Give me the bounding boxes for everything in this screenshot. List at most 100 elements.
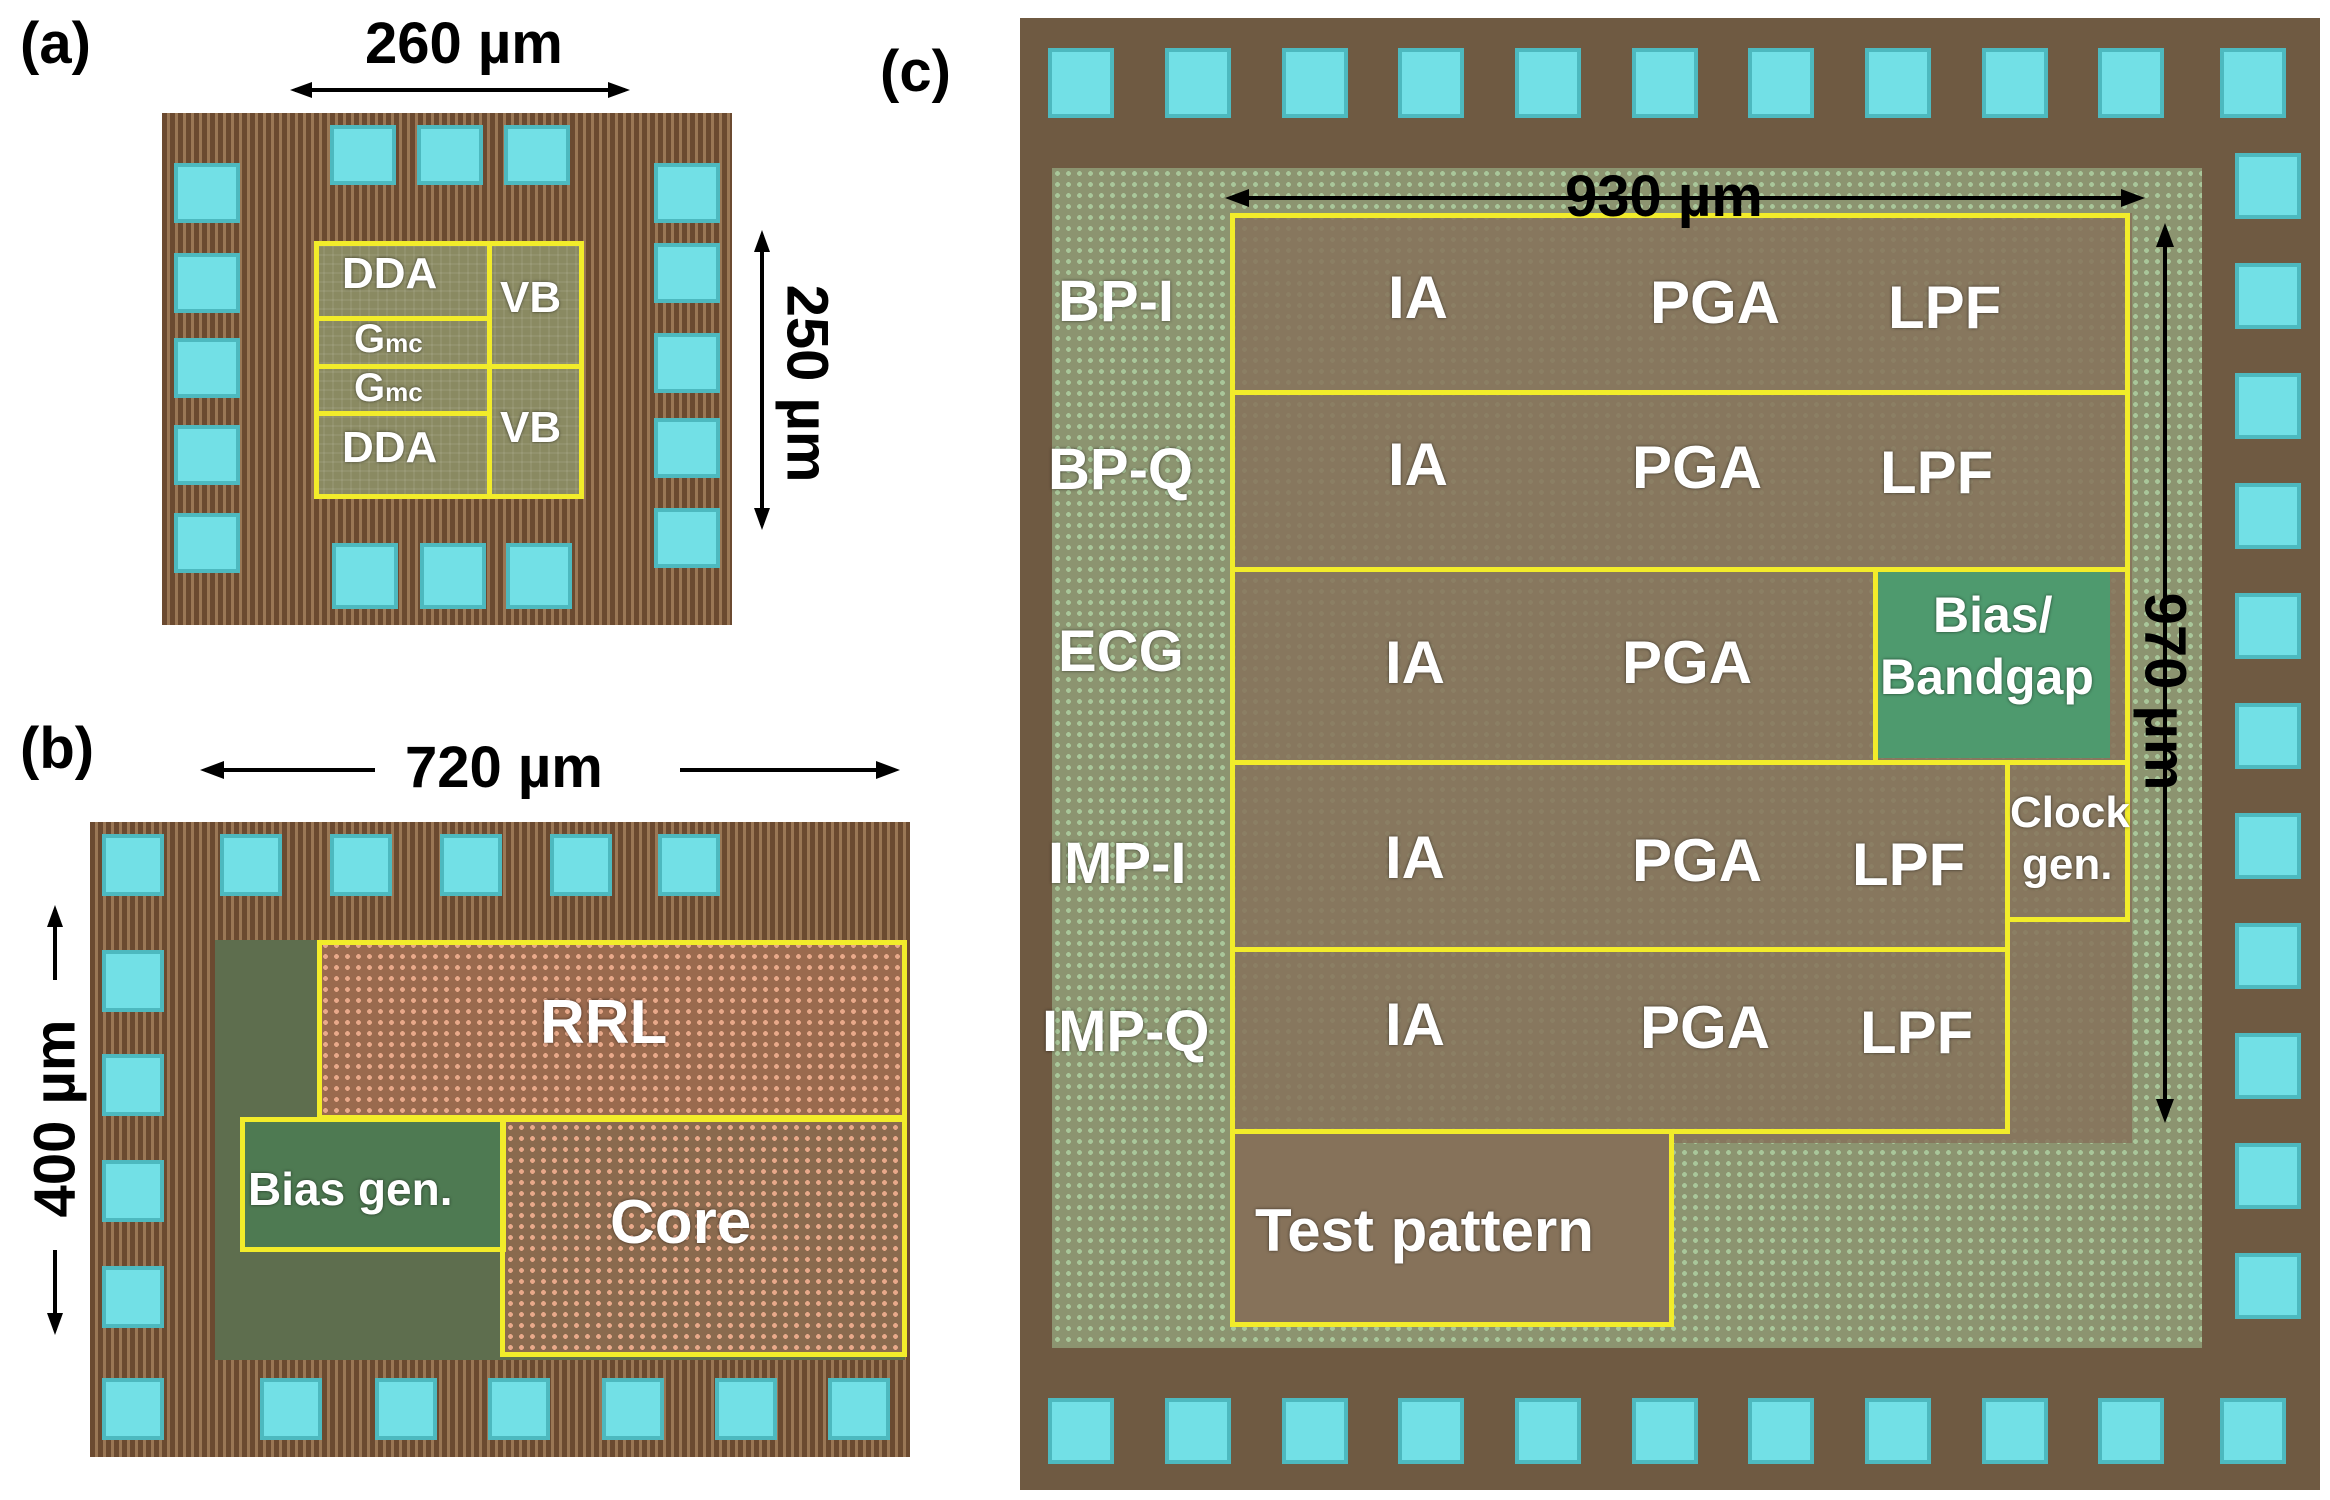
bond-pad xyxy=(102,1266,164,1328)
gmc-bottom-g: G xyxy=(354,366,386,410)
gmc-bottom-label: Gmc xyxy=(354,366,423,411)
bond-pad xyxy=(1282,1398,1348,1464)
clock-gen-block xyxy=(2005,760,2130,922)
gmc-bottom-subscript: mc xyxy=(385,377,423,407)
bond-pad xyxy=(550,834,612,896)
lpf-label: LPF xyxy=(1860,999,1974,1066)
bond-pad xyxy=(417,125,483,185)
bond-pad xyxy=(2235,483,2301,549)
ia-label: IA xyxy=(1388,264,1448,331)
imp-i-label: IMP-I xyxy=(1048,831,1187,896)
panel-c-height-label: 970 µm xyxy=(2132,592,2198,791)
bias-gen-label: Bias gen. xyxy=(248,1163,453,1215)
bond-pad xyxy=(102,1054,164,1116)
bond-pad xyxy=(420,543,486,609)
bond-pad xyxy=(220,834,282,896)
dda-bottom-block xyxy=(314,411,492,499)
bond-pad xyxy=(2235,263,2301,329)
panel-a-width-label: 260 µm xyxy=(365,11,563,76)
bond-pad xyxy=(2098,48,2164,118)
bond-pad xyxy=(2235,813,2301,879)
clock-gen-label-line2: gen. xyxy=(2022,840,2113,889)
ecg-chain-block xyxy=(1230,567,1878,765)
bond-pad xyxy=(1515,1398,1581,1464)
bond-pad xyxy=(260,1378,322,1440)
bond-pad xyxy=(2235,1253,2301,1319)
bond-pad xyxy=(1982,48,2048,118)
bond-pad xyxy=(654,333,720,393)
bond-pad xyxy=(654,243,720,303)
bond-pad xyxy=(2235,593,2301,659)
chip-c-die: BP-I BP-Q ECG IMP-I IMP-Q IA PGA LPF IA … xyxy=(1020,18,2320,1490)
pga-label: PGA xyxy=(1650,269,1781,336)
bond-pad xyxy=(1982,1398,2048,1464)
bond-pad xyxy=(2235,923,2301,989)
panel-b-label: (b) xyxy=(20,716,95,781)
bond-pad xyxy=(102,1378,164,1440)
bond-pad xyxy=(1632,48,1698,118)
bond-pad xyxy=(440,834,502,896)
panel-a-width-dimension: 260 µm xyxy=(290,10,630,100)
dda-bottom-label: DDA xyxy=(342,423,438,472)
bond-pad xyxy=(1748,48,1814,118)
bond-pad xyxy=(1048,1398,1114,1464)
vb-top-label: VB xyxy=(500,273,562,322)
bias-bandgap-label-line1: Bias/ xyxy=(1933,587,2053,643)
lpf-label: LPF xyxy=(1880,439,1994,506)
bond-pad xyxy=(1515,48,1581,118)
bond-pad xyxy=(1632,1398,1698,1464)
bond-pad xyxy=(332,543,398,609)
bond-pad xyxy=(828,1378,890,1440)
pga-label: PGA xyxy=(1622,629,1753,696)
bond-pad xyxy=(2220,1398,2286,1464)
bond-pad xyxy=(488,1378,550,1440)
bias-bandgap-texture xyxy=(1875,568,2110,758)
bond-pad xyxy=(330,125,396,185)
panel-b-width-dimension: 720 µm xyxy=(200,730,900,810)
bond-pad xyxy=(174,425,240,485)
panel-c-width-label: 930 µm xyxy=(1565,164,1763,229)
bond-pad xyxy=(174,513,240,573)
bond-pad xyxy=(602,1378,664,1440)
bond-pad xyxy=(654,163,720,223)
ia-label: IA xyxy=(1385,629,1445,696)
panel-c-label: (c) xyxy=(880,39,951,104)
dda-top-label: DDA xyxy=(342,249,438,298)
bond-pad xyxy=(102,1160,164,1222)
bond-pad xyxy=(1865,1398,1931,1464)
bond-pad xyxy=(375,1378,437,1440)
bond-pad xyxy=(715,1378,777,1440)
bond-pad xyxy=(174,163,240,223)
chip-b-die: RRL Bias gen. Core xyxy=(90,822,910,1457)
clock-gen-label-line1: Clock xyxy=(2010,788,2130,837)
core-label: Core xyxy=(610,1188,752,1257)
bond-pad xyxy=(2235,153,2301,219)
panel-b-height-dimension: 400 µm xyxy=(15,905,88,1335)
bond-pad xyxy=(504,125,570,185)
rrl-label: RRL xyxy=(540,988,668,1057)
imp-q-label: IMP-Q xyxy=(1042,999,1210,1064)
bond-pad xyxy=(174,253,240,313)
vb-bottom-label: VB xyxy=(500,403,562,452)
gmc-top-subscript: mc xyxy=(385,328,423,358)
gmc-top-label: Gmc xyxy=(354,317,423,362)
lpf-label: LPF xyxy=(1888,274,2002,341)
bond-pad xyxy=(1165,48,1231,118)
bond-pad xyxy=(658,834,720,896)
bond-pad xyxy=(2235,373,2301,439)
bond-pad xyxy=(174,338,240,398)
bias-gen-texture xyxy=(245,1122,500,1252)
double-arrow-icon xyxy=(47,905,63,1335)
gmc-top-g: G xyxy=(354,317,386,361)
core-texture xyxy=(505,1122,905,1352)
bond-pad xyxy=(1865,48,1931,118)
bond-pad xyxy=(2098,1398,2164,1464)
bond-pad xyxy=(102,834,164,896)
bond-pad xyxy=(102,950,164,1012)
double-arrow-icon xyxy=(1225,189,2145,207)
panel-b-height-label: 400 µm xyxy=(22,1019,88,1218)
bond-pad xyxy=(2235,1143,2301,1209)
double-arrow-icon xyxy=(290,82,630,98)
ecg-label: ECG xyxy=(1058,619,1184,684)
bond-pad xyxy=(330,834,392,896)
